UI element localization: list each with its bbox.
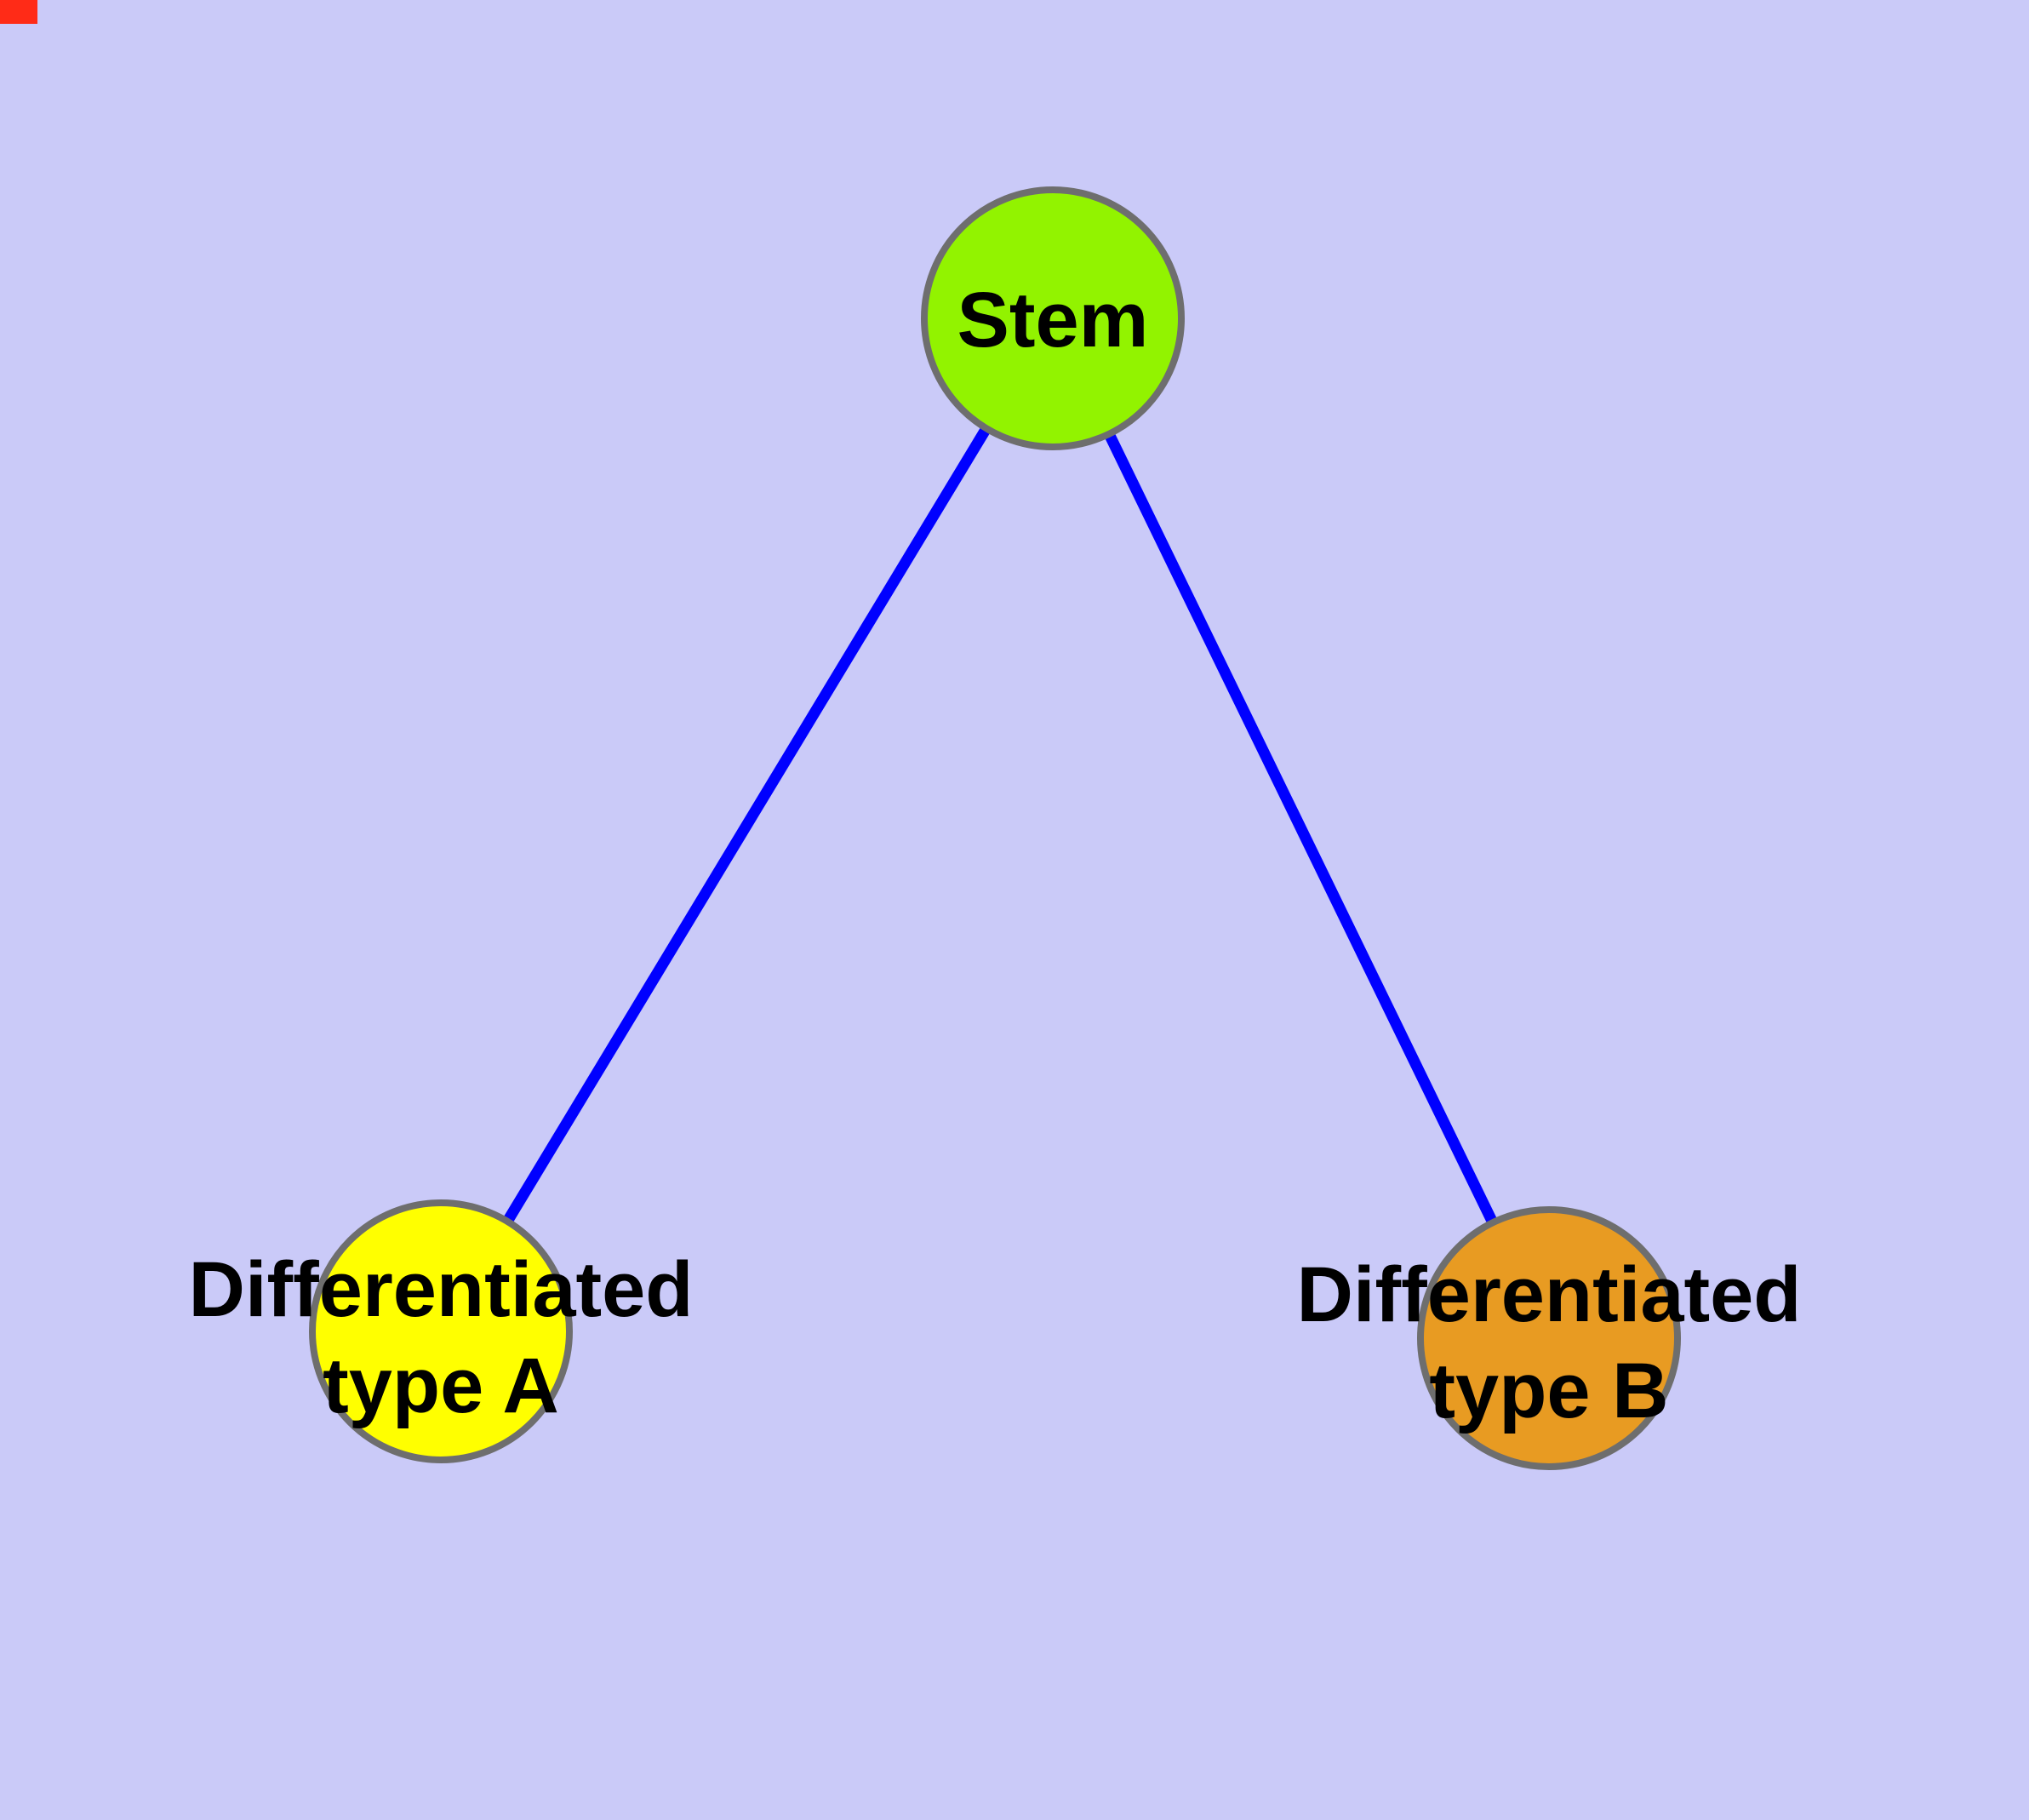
node-stem-label: Stem bbox=[957, 277, 1149, 363]
node-typeA-label-line1: Differentiated bbox=[189, 1246, 694, 1333]
corner-marker bbox=[0, 0, 37, 24]
node-typeB-label-line2: type B bbox=[1429, 1348, 1668, 1434]
node-typeA-label-line2: type A bbox=[323, 1342, 559, 1429]
node-differentiated-type-a bbox=[309, 1199, 573, 1463]
node-differentiated-type-b bbox=[1417, 1206, 1681, 1470]
node-typeB-label-line1: Differentiated bbox=[1297, 1251, 1802, 1338]
edge-stem-to-typeA bbox=[436, 315, 1058, 1335]
node-stem bbox=[921, 186, 1185, 450]
edge-stem-to-typeB bbox=[1048, 316, 1554, 1341]
